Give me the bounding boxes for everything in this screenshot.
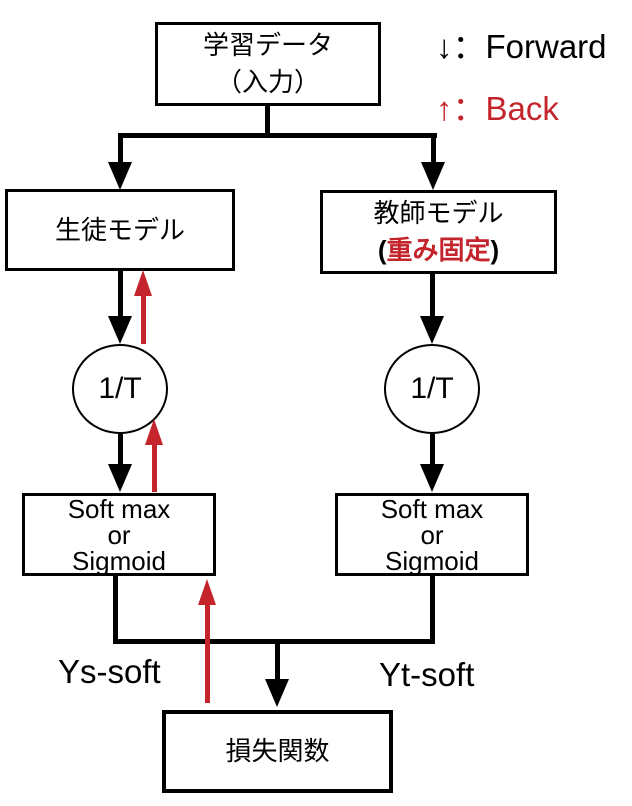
back-arrow-temp-to-student-shaft (141, 294, 146, 344)
arrow-temp-to-softmax-left-shaft (118, 434, 123, 466)
node-temperature-right: 1/T (384, 344, 480, 434)
legend-back-colon: ： (452, 90, 486, 127)
arrow-temp-to-softmax-right-head (420, 464, 444, 492)
legend-forward-colon: ： (452, 28, 486, 65)
node-temperature-left-label: 1/T (98, 372, 142, 405)
legend-forward-label: Forward (485, 28, 607, 65)
arrow-student-to-temp-head (108, 316, 132, 344)
node-training-data-line1: 学習データ (202, 30, 333, 60)
node-temperature-right-label: 1/T (410, 372, 454, 405)
down-arrow-icon: ↓ (436, 28, 453, 65)
back-arrow-loss-to-softmax-head (198, 579, 216, 605)
arrow-input-to-teacher-shaft (431, 136, 436, 166)
connector-branch-horizontal (118, 133, 437, 138)
node-training-data: 学習データ （入力） (155, 22, 381, 106)
node-teacher-model: 教師モデル (重み固定) (320, 190, 557, 274)
legend-forward: ↓：Forward (436, 20, 607, 68)
connector-merge-horizontal (113, 639, 435, 644)
arrow-teacher-to-temp-head (420, 316, 444, 344)
arrow-input-to-teacher-head (421, 162, 445, 190)
up-arrow-icon: ↑ (436, 90, 453, 127)
connector-softmax-right-down (430, 576, 435, 642)
arrow-teacher-to-temp-shaft (430, 273, 435, 317)
arrow-input-to-student-shaft (118, 136, 123, 166)
node-softmax-right-line2: or (420, 519, 444, 550)
arrow-temp-to-softmax-right-shaft (430, 434, 435, 466)
node-loss-function: 損失関数 (162, 710, 393, 793)
legend-back: ↑：Back (436, 82, 559, 130)
connector-softmax-left-down (113, 576, 118, 642)
back-arrow-temp-to-student-head (134, 270, 152, 296)
node-training-data-line2: （入力） (215, 67, 320, 97)
arrow-student-to-temp-shaft (118, 271, 123, 317)
arrow-input-to-student-head (108, 162, 132, 190)
node-softmax-right: Soft max or Sigmoid (335, 493, 529, 576)
node-softmax-right-line1: Soft max (380, 493, 484, 524)
label-ys-soft: Ys-soft (58, 653, 161, 690)
teacher-paren-open: ( (377, 235, 387, 265)
arrow-temp-to-softmax-left-head (108, 464, 132, 492)
node-softmax-left-line3: Sigmoid (72, 545, 166, 576)
arrow-merge-to-loss-head (265, 679, 289, 707)
connector-input-stem (265, 104, 270, 136)
node-teacher-model-line1: 教師モデル (373, 198, 504, 228)
arrow-merge-to-loss-shaft (275, 639, 280, 681)
node-softmax-left: Soft max or Sigmoid (22, 493, 216, 576)
node-loss-function-label: 損失関数 (225, 736, 330, 766)
label-yt-soft: Yt-soft (379, 656, 475, 693)
back-arrow-loss-to-softmax-shaft (205, 600, 210, 703)
node-softmax-left-line2: or (107, 519, 131, 550)
node-student-model: 生徒モデル (5, 189, 235, 271)
teacher-paren-close: ) (490, 235, 500, 265)
legend-back-label: Back (485, 90, 559, 127)
back-arrow-softmax-to-temp-shaft (152, 442, 157, 492)
node-teacher-model-line2: (重み固定) (378, 232, 499, 269)
back-arrow-softmax-to-temp-head (145, 419, 163, 445)
node-softmax-left-line1: Soft max (67, 493, 171, 524)
node-student-model-label: 生徒モデル (54, 214, 185, 245)
node-softmax-right-line3: Sigmoid (385, 545, 479, 576)
teacher-weights-fixed: 重み固定 (386, 235, 491, 265)
